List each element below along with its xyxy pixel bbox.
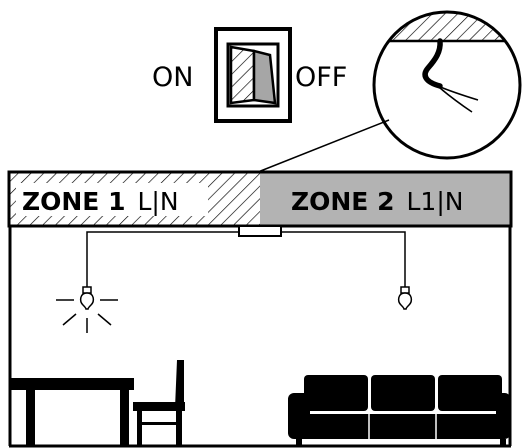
cable-wires: [437, 85, 479, 101]
cable-main: [422, 38, 443, 89]
zone-2-label: ZONE 2 L1|N: [291, 187, 463, 216]
wire-to-lamp-1: [86, 231, 239, 288]
wire-to-lamp-2: [281, 231, 406, 288]
zone-2-area: [260, 172, 511, 226]
magnifier-circle: [372, 10, 522, 160]
junction-box: [238, 225, 282, 237]
lamp-2-off-icon: [397, 286, 413, 310]
switch-off-label: OFF: [295, 62, 347, 93]
magnifier-pointer-line: [257, 119, 390, 173]
lamp-1-on-icon: [56, 286, 118, 333]
lamp-1-rays: [56, 299, 118, 333]
lighting-wiring: [86, 225, 406, 288]
chair-icon: [133, 360, 185, 446]
zone-2-name: ZONE 2: [291, 187, 394, 216]
switch-rocker-on-half: [229, 45, 256, 105]
zone-2-wiring: L1|N: [406, 187, 463, 216]
light-switch: ON OFF: [152, 27, 347, 123]
sofa-icon: [288, 375, 510, 446]
switch-on-label: ON: [152, 62, 193, 93]
room: [8, 226, 512, 448]
switch-rocker-off-half: [252, 49, 277, 105]
ceiling-zones: ZONE 1 L|N ZONE 2 L1|N: [7, 170, 513, 228]
zone-1-name: ZONE 1: [22, 187, 125, 216]
zone-1-label: ZONE 1 L|N: [22, 187, 179, 216]
table-icon: [10, 378, 134, 446]
zone-1-wiring: L|N: [137, 187, 178, 216]
